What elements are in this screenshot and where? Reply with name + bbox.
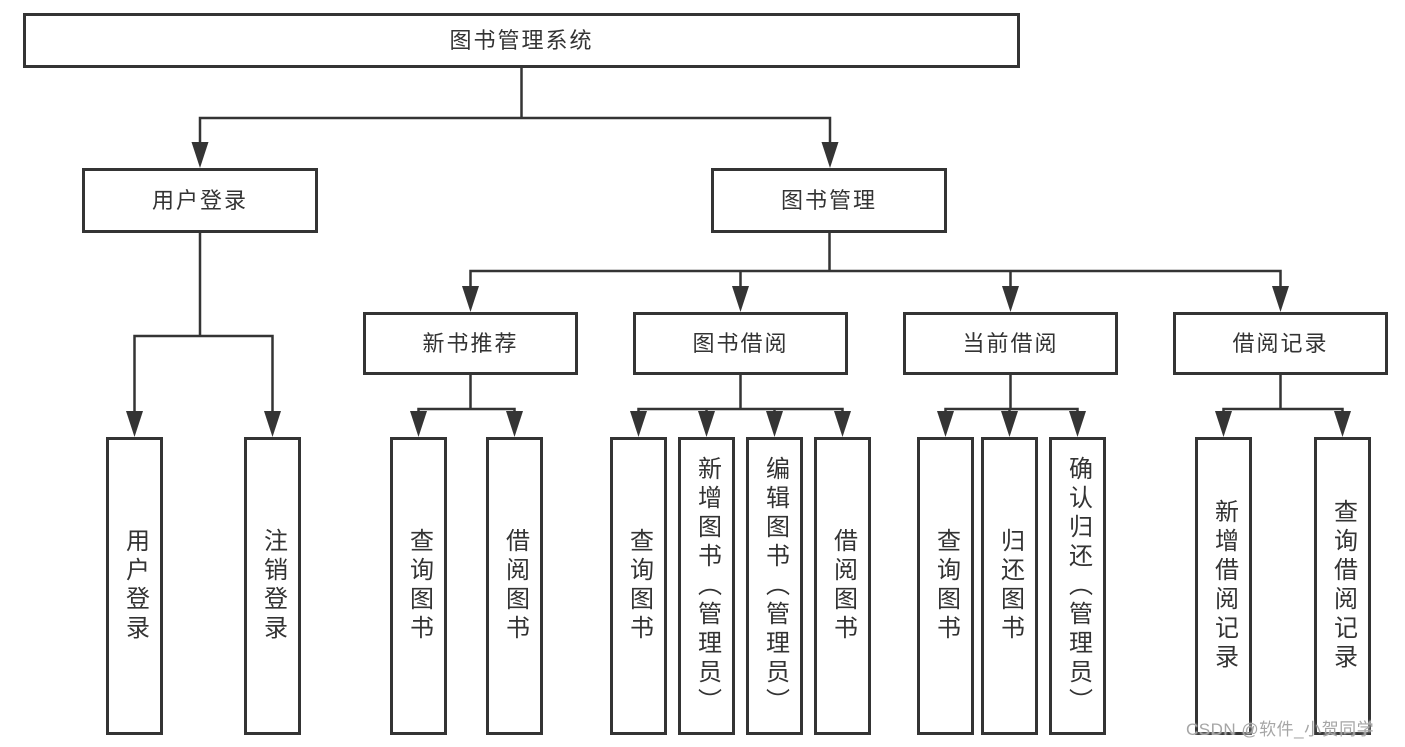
- node-label: 编辑图书（管理员）: [761, 455, 789, 717]
- arrow-icon: [264, 411, 281, 437]
- arrow-icon: [732, 286, 749, 312]
- node-label: 借阅图书: [829, 528, 857, 644]
- node-label: 确认归还（管理员）: [1064, 455, 1092, 717]
- leaf-query-book-recommend: 查询图书: [390, 437, 447, 735]
- arrow-icon: [410, 411, 427, 437]
- node-label: 查询图书: [932, 528, 960, 644]
- connector-borrow-to-leaves: [637, 375, 844, 415]
- node-label: 查询图书: [625, 528, 653, 644]
- leaf-return-book: 归还图书: [981, 437, 1038, 735]
- arrowheads: [126, 142, 1351, 437]
- node-new-book-recommend: 新书推荐: [363, 312, 578, 375]
- node-label: 图书管理系统: [449, 27, 594, 53]
- connector-recommend-to-leaves: [417, 375, 516, 415]
- leaf-add-book-admin: 新增图书（管理员）: [678, 437, 735, 735]
- arrow-icon: [1272, 286, 1289, 312]
- arrow-icon: [1002, 286, 1019, 312]
- watermark-text: CSDN @软件_小贺同学: [1186, 720, 1375, 739]
- arrow-icon: [698, 411, 715, 437]
- connector-userlogin-to-leaves: [133, 233, 274, 415]
- node-label: 图书管理: [780, 187, 877, 213]
- node-user-login: 用户登录: [82, 168, 318, 233]
- node-label: 注销登录: [259, 528, 287, 644]
- leaf-query-borrow-record: 查询借阅记录: [1314, 437, 1371, 735]
- arrow-icon: [630, 411, 647, 437]
- connector-bookmgmt-to-level3: [469, 233, 1282, 290]
- leaf-add-borrow-record: 新增借阅记录: [1195, 437, 1252, 735]
- node-library-management-system: 图书管理系统: [23, 13, 1020, 68]
- node-book-borrow: 图书借阅: [633, 312, 848, 375]
- node-label: 当前借阅: [962, 330, 1059, 356]
- arrow-icon: [834, 411, 851, 437]
- connector-current-to-leaves: [944, 375, 1079, 415]
- leaf-borrow-book-recommend: 借阅图书: [486, 437, 543, 735]
- node-label: 用户登录: [121, 528, 149, 644]
- arrow-icon: [1215, 411, 1232, 437]
- arrow-icon: [1334, 411, 1351, 437]
- leaf-logout: 注销登录: [244, 437, 301, 735]
- node-label: 查询借阅记录: [1329, 499, 1357, 673]
- node-label: 查询图书: [405, 528, 433, 644]
- arrow-icon: [766, 411, 783, 437]
- arrow-icon: [506, 411, 523, 437]
- leaf-query-book-borrow: 查询图书: [610, 437, 667, 735]
- leaf-edit-book-admin: 编辑图书（管理员）: [746, 437, 803, 735]
- arrow-icon: [821, 142, 839, 168]
- leaf-borrow-book: 借阅图书: [814, 437, 871, 735]
- node-label: 用户登录: [151, 187, 248, 213]
- leaf-confirm-return-admin: 确认归还（管理员）: [1049, 437, 1106, 735]
- arrow-icon: [462, 286, 479, 312]
- arrow-icon: [1001, 411, 1018, 437]
- node-book-management: 图书管理: [711, 168, 947, 233]
- node-borrow-records: 借阅记录: [1173, 312, 1388, 375]
- node-label: 新增图书（管理员）: [693, 455, 721, 717]
- node-label: 归还图书: [996, 528, 1024, 644]
- node-label: 图书借阅: [692, 330, 789, 356]
- node-label: 新书推荐: [422, 330, 519, 356]
- leaf-query-book-current: 查询图书: [917, 437, 974, 735]
- node-label: 借阅图书: [501, 528, 529, 644]
- connector-root-to-level2: [198, 68, 832, 144]
- leaf-user-login: 用户登录: [106, 437, 163, 735]
- connector-records-to-leaves: [1222, 375, 1344, 415]
- arrow-icon: [1069, 411, 1086, 437]
- arrow-icon: [937, 411, 954, 437]
- node-label: 新增借阅记录: [1210, 499, 1238, 673]
- node-current-borrow: 当前借阅: [903, 312, 1118, 375]
- arrow-icon: [126, 411, 143, 437]
- node-label: 借阅记录: [1232, 330, 1329, 356]
- arrow-icon: [191, 142, 209, 168]
